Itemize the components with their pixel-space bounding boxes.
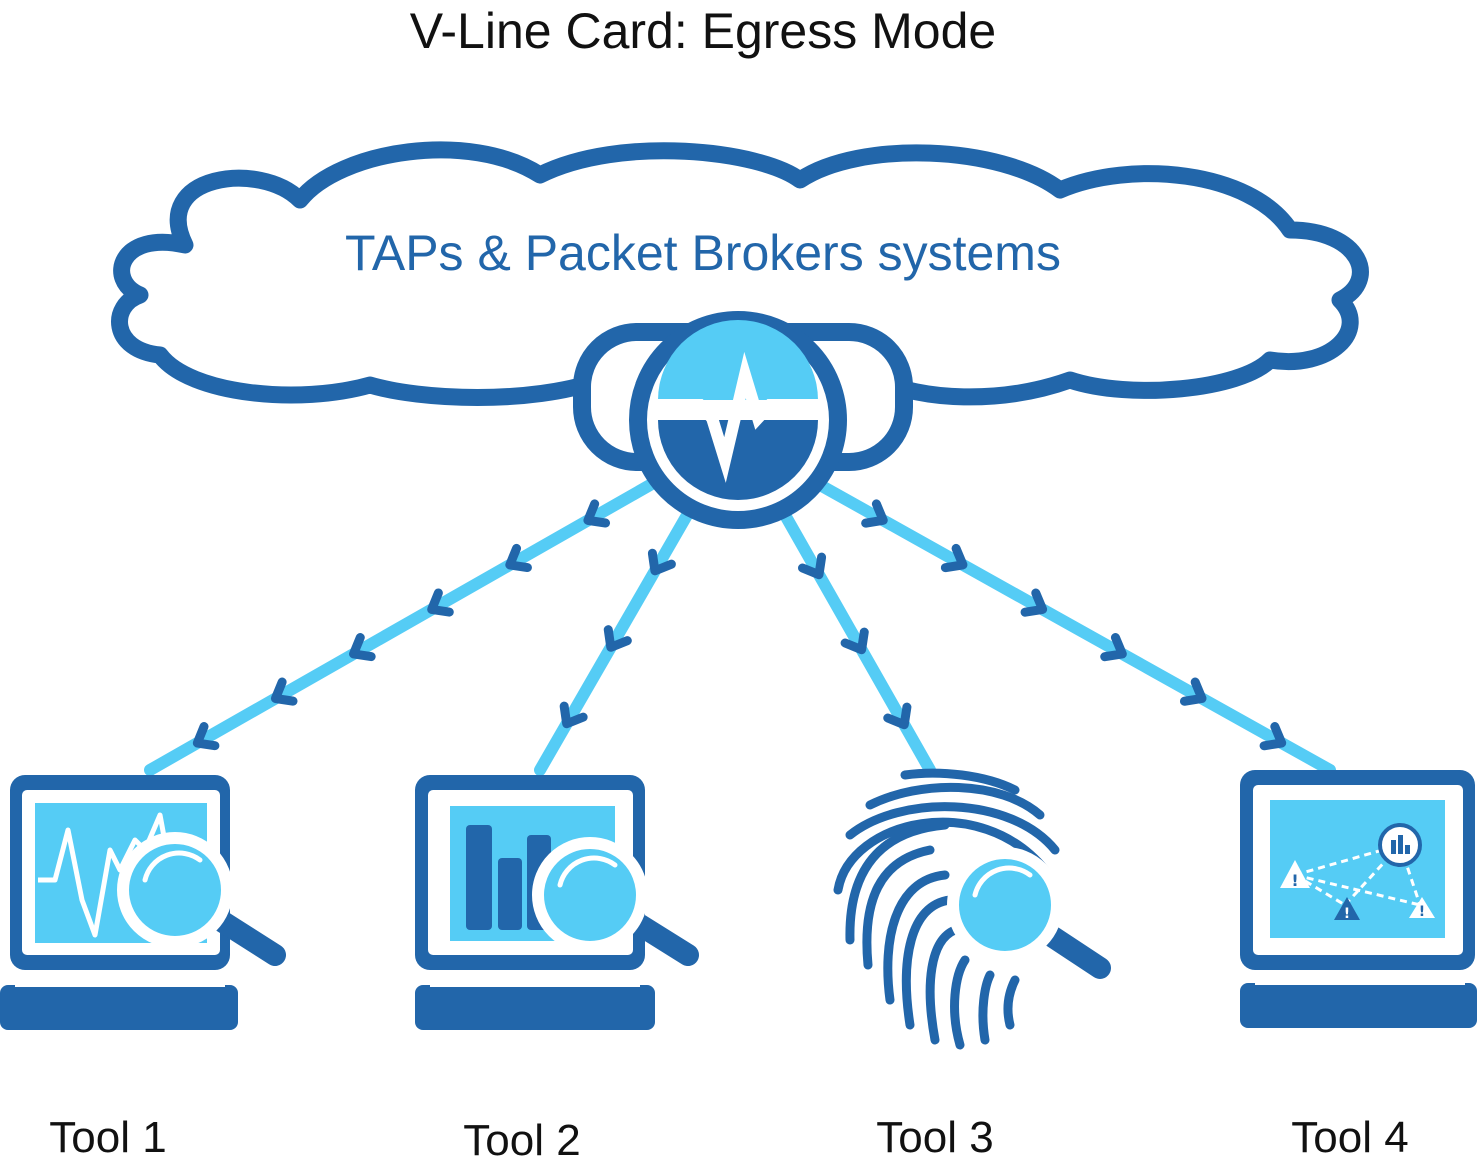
flow-arrow-4-4 — [1100, 633, 1127, 662]
svg-text:!: ! — [1291, 871, 1298, 890]
flow-arrow-1-4 — [349, 632, 376, 662]
svg-text:!: ! — [1344, 906, 1350, 922]
flow-arrow-1-2 — [505, 543, 532, 573]
flow-arrow-1-1 — [583, 499, 611, 528]
svg-text:!: ! — [1419, 904, 1425, 920]
link-tool-3 — [779, 509, 936, 776]
v-line-pulse-icon — [655, 320, 822, 500]
fingerprint-magnifier-icon — [833, 768, 1111, 1050]
tool-label-2: Tool 2 — [463, 1116, 580, 1165]
flow-arrow-3-3 — [883, 702, 912, 730]
cloud-label: TAPs & Packet Brokers systems — [345, 225, 1061, 281]
monitor-waveform-magnifier-icon — [0, 775, 286, 1030]
flow-arrow-4-1 — [861, 499, 888, 528]
diagram-title: V-Line Card: Egress Mode — [410, 3, 996, 59]
flow-arrows — [192, 499, 1287, 751]
flow-arrow-2-2 — [603, 625, 632, 652]
tool-label-4: Tool 4 — [1291, 1113, 1408, 1162]
flow-arrow-4-3 — [1020, 588, 1048, 617]
tool-label-3: Tool 3 — [876, 1113, 993, 1162]
flow-arrow-2-3 — [559, 701, 588, 729]
cloud-shape — [111, 141, 1369, 406]
monitor-network-alert-icon: ! ! ! — [1240, 770, 1477, 1028]
flow-arrow-1-5 — [270, 677, 298, 706]
flow-arrow-4-6 — [1259, 722, 1287, 751]
link-tool-1 — [144, 479, 656, 776]
flow-arrow-1-6 — [192, 722, 220, 751]
link-tool-2 — [534, 504, 696, 776]
flow-arrow-4-2 — [940, 543, 968, 573]
flow-arrow-2-1 — [647, 548, 676, 576]
link-tool-4 — [814, 479, 1336, 776]
flow-arrow-4-5 — [1179, 677, 1207, 706]
flow-arrow-3-2 — [840, 627, 869, 655]
tool-label-1: Tool 1 — [49, 1113, 166, 1162]
flow-arrow-3-1 — [797, 552, 827, 580]
flow-arrow-1-3 — [427, 588, 454, 617]
monitor-bar-chart-magnifier-icon — [415, 775, 699, 1030]
